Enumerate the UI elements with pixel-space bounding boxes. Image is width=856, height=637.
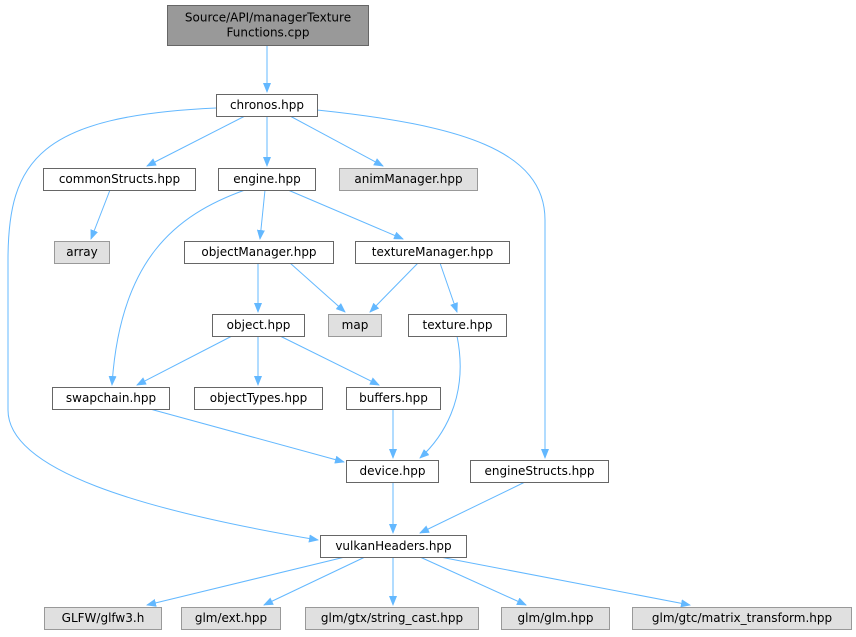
- node-objectTypes[interactable]: objectTypes.hpp: [194, 387, 323, 410]
- edge-textureManager-to-texture: [439, 262, 458, 313]
- node-stringcast: glm/gtx/string_cast.hpp: [305, 607, 479, 630]
- node-box: [167, 5, 369, 46]
- node-box: [43, 168, 196, 191]
- node-label: device.hpp: [359, 464, 425, 478]
- node-vulkanHeaders[interactable]: vulkanHeaders.hpp: [320, 535, 467, 558]
- edge-objectManager-to-map: [289, 262, 346, 313]
- node-box: [501, 607, 610, 630]
- node-label: textureManager.hpp: [372, 245, 494, 259]
- node-glmglm: glm/glm.hpp: [501, 607, 610, 630]
- node-swapchain[interactable]: swapchain.hpp: [52, 387, 170, 410]
- node-box: [355, 241, 510, 264]
- edge-object-to-swapchain: [136, 335, 233, 386]
- node-box: [339, 168, 478, 191]
- node-label: engine.hpp: [233, 172, 301, 186]
- node-label: GLFW/glfw3.h: [62, 611, 145, 625]
- node-label: Functions.cpp: [227, 26, 310, 40]
- edge-engine-to-objectManager: [256, 189, 266, 240]
- node-box: [52, 387, 170, 410]
- node-label: buffers.hpp: [359, 391, 428, 405]
- node-box: [184, 241, 334, 264]
- node-texture[interactable]: texture.hpp: [408, 314, 507, 337]
- node-label: objectManager.hpp: [201, 245, 316, 259]
- node-engine[interactable]: engine.hpp: [218, 168, 316, 191]
- edge-vulkanHeaders-to-glmext: [263, 556, 366, 606]
- node-box: [408, 314, 507, 337]
- node-animManager: animManager.hpp: [339, 168, 478, 191]
- edge-engine-to-textureManager: [287, 189, 404, 240]
- node-box: [470, 460, 609, 483]
- node-box: [194, 387, 323, 410]
- node-box: [632, 607, 852, 630]
- edge-engineStructs-to-vulkanHeaders: [419, 481, 526, 534]
- edge-vulkanHeaders-to-glmglm: [419, 556, 527, 606]
- node-label: glm/gtc/matrix_transform.hpp: [652, 611, 832, 625]
- node-label: array: [66, 245, 97, 259]
- node-label: glm/gtx/string_cast.hpp: [321, 611, 463, 625]
- node-box: [305, 607, 479, 630]
- node-device[interactable]: device.hpp: [346, 460, 439, 483]
- node-label: swapchain.hpp: [66, 391, 156, 405]
- edge-object-to-buffers: [279, 335, 380, 386]
- node-label: animManager.hpp: [354, 172, 462, 186]
- node-label: glm/ext.hpp: [195, 611, 267, 625]
- node-chronos[interactable]: chronos.hpp: [216, 94, 318, 117]
- edge-chronos-to-engineStructs: [316, 109, 549, 459]
- node-matrixtransform: glm/gtc/matrix_transform.hpp: [632, 607, 852, 630]
- node-label: Source/API/managerTexture: [185, 11, 351, 25]
- node-label: vulkanHeaders.hpp: [335, 539, 451, 553]
- edge-swapchain-to-device: [149, 408, 345, 464]
- node-objectManager[interactable]: objectManager.hpp: [184, 241, 334, 264]
- edges-layer: [7, 45, 691, 608]
- node-label: map: [342, 318, 369, 332]
- edge-textureManager-to-map: [369, 262, 419, 313]
- edge-chronos-to-animManager: [289, 115, 384, 167]
- node-glfw3: GLFW/glfw3.h: [44, 607, 162, 630]
- edge-chronos-to-vulkanHeaders: [7, 107, 319, 543]
- edge-vulkanHeaders-to-glfw3: [146, 556, 346, 607]
- edge-engine-to-swapchain: [108, 189, 246, 386]
- node-label: object.hpp: [227, 318, 291, 332]
- node-label: commonStructs.hpp: [59, 172, 180, 186]
- node-engineStructs[interactable]: engineStructs.hpp: [470, 460, 609, 483]
- node-buffers[interactable]: buffers.hpp: [346, 387, 441, 410]
- node-array: array: [54, 241, 110, 264]
- node-box: [44, 607, 162, 630]
- node-glmext: glm/ext.hpp: [181, 607, 281, 630]
- node-label: engineStructs.hpp: [485, 464, 595, 478]
- node-object[interactable]: object.hpp: [212, 314, 305, 337]
- node-label: texture.hpp: [423, 318, 493, 332]
- node-label: chronos.hpp: [230, 98, 304, 112]
- node-label: glm/glm.hpp: [518, 611, 594, 625]
- node-box: [346, 460, 439, 483]
- edge-chronos-to-commonStructs: [146, 115, 246, 167]
- edge-vulkanHeaders-to-matrixtransform: [439, 556, 691, 608]
- node-box: [328, 314, 382, 337]
- node-map: map: [328, 314, 382, 337]
- node-box: [181, 607, 281, 630]
- node-box: [346, 387, 441, 410]
- node-box: [212, 314, 305, 337]
- edge-commonStructs-to-array: [90, 189, 111, 240]
- node-box: [54, 241, 110, 264]
- node-label: objectTypes.hpp: [210, 391, 307, 405]
- node-commonStructs[interactable]: commonStructs.hpp: [43, 168, 196, 191]
- node-textureManager[interactable]: textureManager.hpp: [355, 241, 510, 264]
- node-box: [320, 535, 467, 558]
- node-box: [216, 94, 318, 117]
- node-box: [218, 168, 316, 191]
- edge-texture-to-device: [419, 335, 461, 459]
